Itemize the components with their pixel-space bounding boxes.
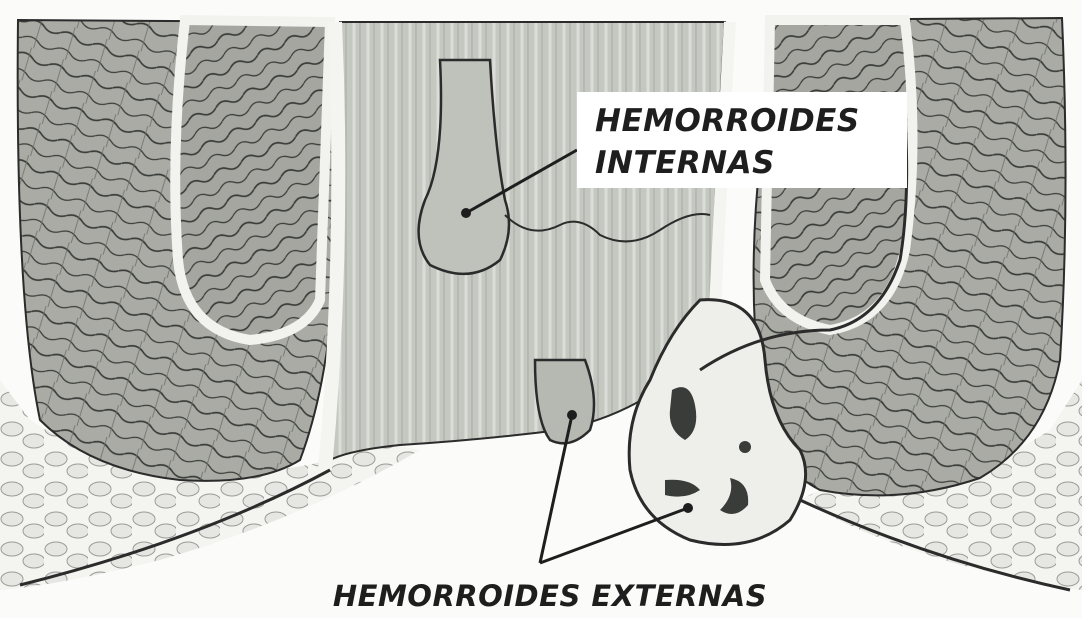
label-external-hemorrhoids: HEMORROIDES EXTERNAS bbox=[290, 578, 810, 614]
clot-4 bbox=[739, 441, 751, 453]
leader-dot-external-1 bbox=[567, 410, 577, 420]
label-internal-line2: INTERNAS bbox=[595, 142, 907, 184]
external-hemorrhoid-tag bbox=[535, 360, 594, 443]
label-internal-hemorrhoids: HEMORROIDES INTERNAS bbox=[577, 92, 907, 188]
leader-dot-internal bbox=[461, 208, 471, 218]
muscle-left-inner-lobe bbox=[175, 20, 330, 340]
leader-dot-external-2 bbox=[683, 503, 693, 513]
leader-line-external-2 bbox=[540, 508, 688, 563]
label-internal-line1: HEMORROIDES bbox=[595, 100, 907, 142]
